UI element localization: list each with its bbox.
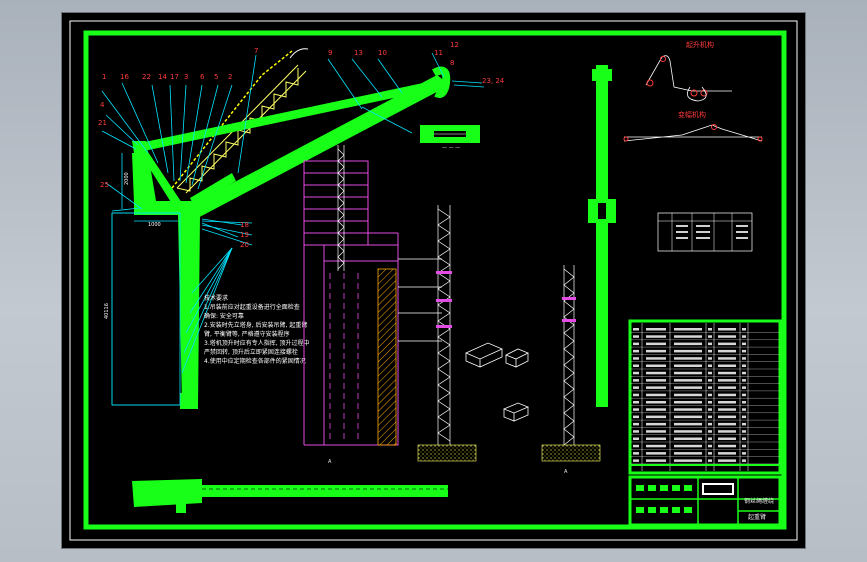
part-label: 3 [184, 73, 188, 81]
parts-list-table [628, 319, 782, 475]
drawing-canvas: 1 16 22 14 17 3 6 5 2 4 21 25 7 9 13 10 … [69, 20, 798, 541]
part-label: 25 [100, 181, 109, 189]
part-label: 4 [100, 101, 105, 109]
svg-text:A: A [564, 469, 568, 475]
part-label: 17 [170, 73, 179, 81]
part-label: 22 [142, 73, 151, 81]
part-label: 8 [450, 59, 454, 67]
part-label: 2 [228, 73, 232, 81]
part-label: 7 [254, 47, 258, 55]
title-block-header: 钢丝绳缠绕 [744, 497, 774, 505]
part-label: 5 [214, 73, 218, 81]
drawing-border [83, 30, 787, 530]
part-label: 19 [240, 231, 249, 239]
part-label: 11 [434, 49, 443, 57]
mast-lattice-2: A [541, 265, 601, 475]
part-label: 18 [240, 221, 249, 229]
dimension-text: 1000 [148, 222, 161, 228]
part-label: 10 [378, 49, 387, 57]
part-label: 14 [158, 73, 167, 81]
vertical-mast-right [588, 65, 616, 407]
svg-text:3.塔机顶升时应有专人指挥, 顶升过程中: 3.塔机顶升时应有专人指挥, 顶升过程中 [204, 339, 310, 347]
tower-crane-main [101, 48, 485, 409]
svg-text:1.吊装前应对起重设备进行全面检查: 1.吊装前应对起重设备进行全面检查 [204, 303, 300, 311]
title-block: 钢丝绳缠绕 起重臂 [628, 475, 782, 527]
part-label: 6 [200, 73, 205, 81]
svg-text:起升机构: 起升机构 [686, 40, 714, 49]
part-label: 12 [450, 41, 459, 49]
outer-frame [69, 20, 798, 541]
isometric-blocks [465, 342, 530, 422]
part-label: 23, 24 [482, 77, 505, 85]
svg-text:2.安装时先立塔身, 后安装吊臂, 起重臂: 2.安装时先立塔身, 后安装吊臂, 起重臂 [204, 321, 307, 329]
title-block-sub: 起重臂 [748, 513, 766, 521]
cad-viewport[interactable]: 1 16 22 14 17 3 6 5 2 4 21 25 7 9 13 10 … [62, 13, 805, 548]
svg-text:臂, 平衡臂等, 严格遵守安装程序: 臂, 平衡臂等, 严格遵守安装程序 [204, 330, 290, 338]
jib-section-horizontal [132, 479, 448, 513]
technical-notes: 技术要求 1.吊装前应对起重设备进行全面检查 确保: 安全可靠 2.安装时先立塔… [204, 294, 310, 365]
svg-text:4.使用中应定期检查各部件的紧固情况: 4.使用中应定期检查各部件的紧固情况 [204, 357, 306, 365]
detail-beam: — — — [420, 125, 480, 151]
part-label: 13 [354, 49, 363, 57]
building-elevation: A [303, 145, 442, 465]
part-label: 9 [328, 49, 332, 57]
svg-text:确保: 安全可靠: 确保: 安全可靠 [204, 312, 244, 320]
svg-text:技术要求: 技术要求 [204, 294, 228, 302]
svg-text:变幅机构: 变幅机构 [678, 110, 706, 119]
part-label: 16 [120, 73, 129, 81]
dimension-text: 2000 [124, 172, 130, 185]
mast-lattice-1 [417, 205, 477, 462]
rope-diagram-2: 变幅机构 [623, 110, 763, 142]
svg-text:— — —: — — — [442, 145, 460, 151]
part-label: 1 [102, 73, 106, 81]
svg-text:A: A [328, 459, 332, 465]
svg-text:严禁回转, 顶升后立即紧固连接螺栓: 严禁回转, 顶升后立即紧固连接螺栓 [204, 348, 298, 356]
rope-diagram-1: 起升机构 [645, 40, 732, 102]
part-label: 20 [240, 241, 249, 249]
dimension-text: 40116 [104, 303, 110, 319]
spec-table [657, 212, 753, 252]
part-label: 21 [98, 119, 107, 127]
